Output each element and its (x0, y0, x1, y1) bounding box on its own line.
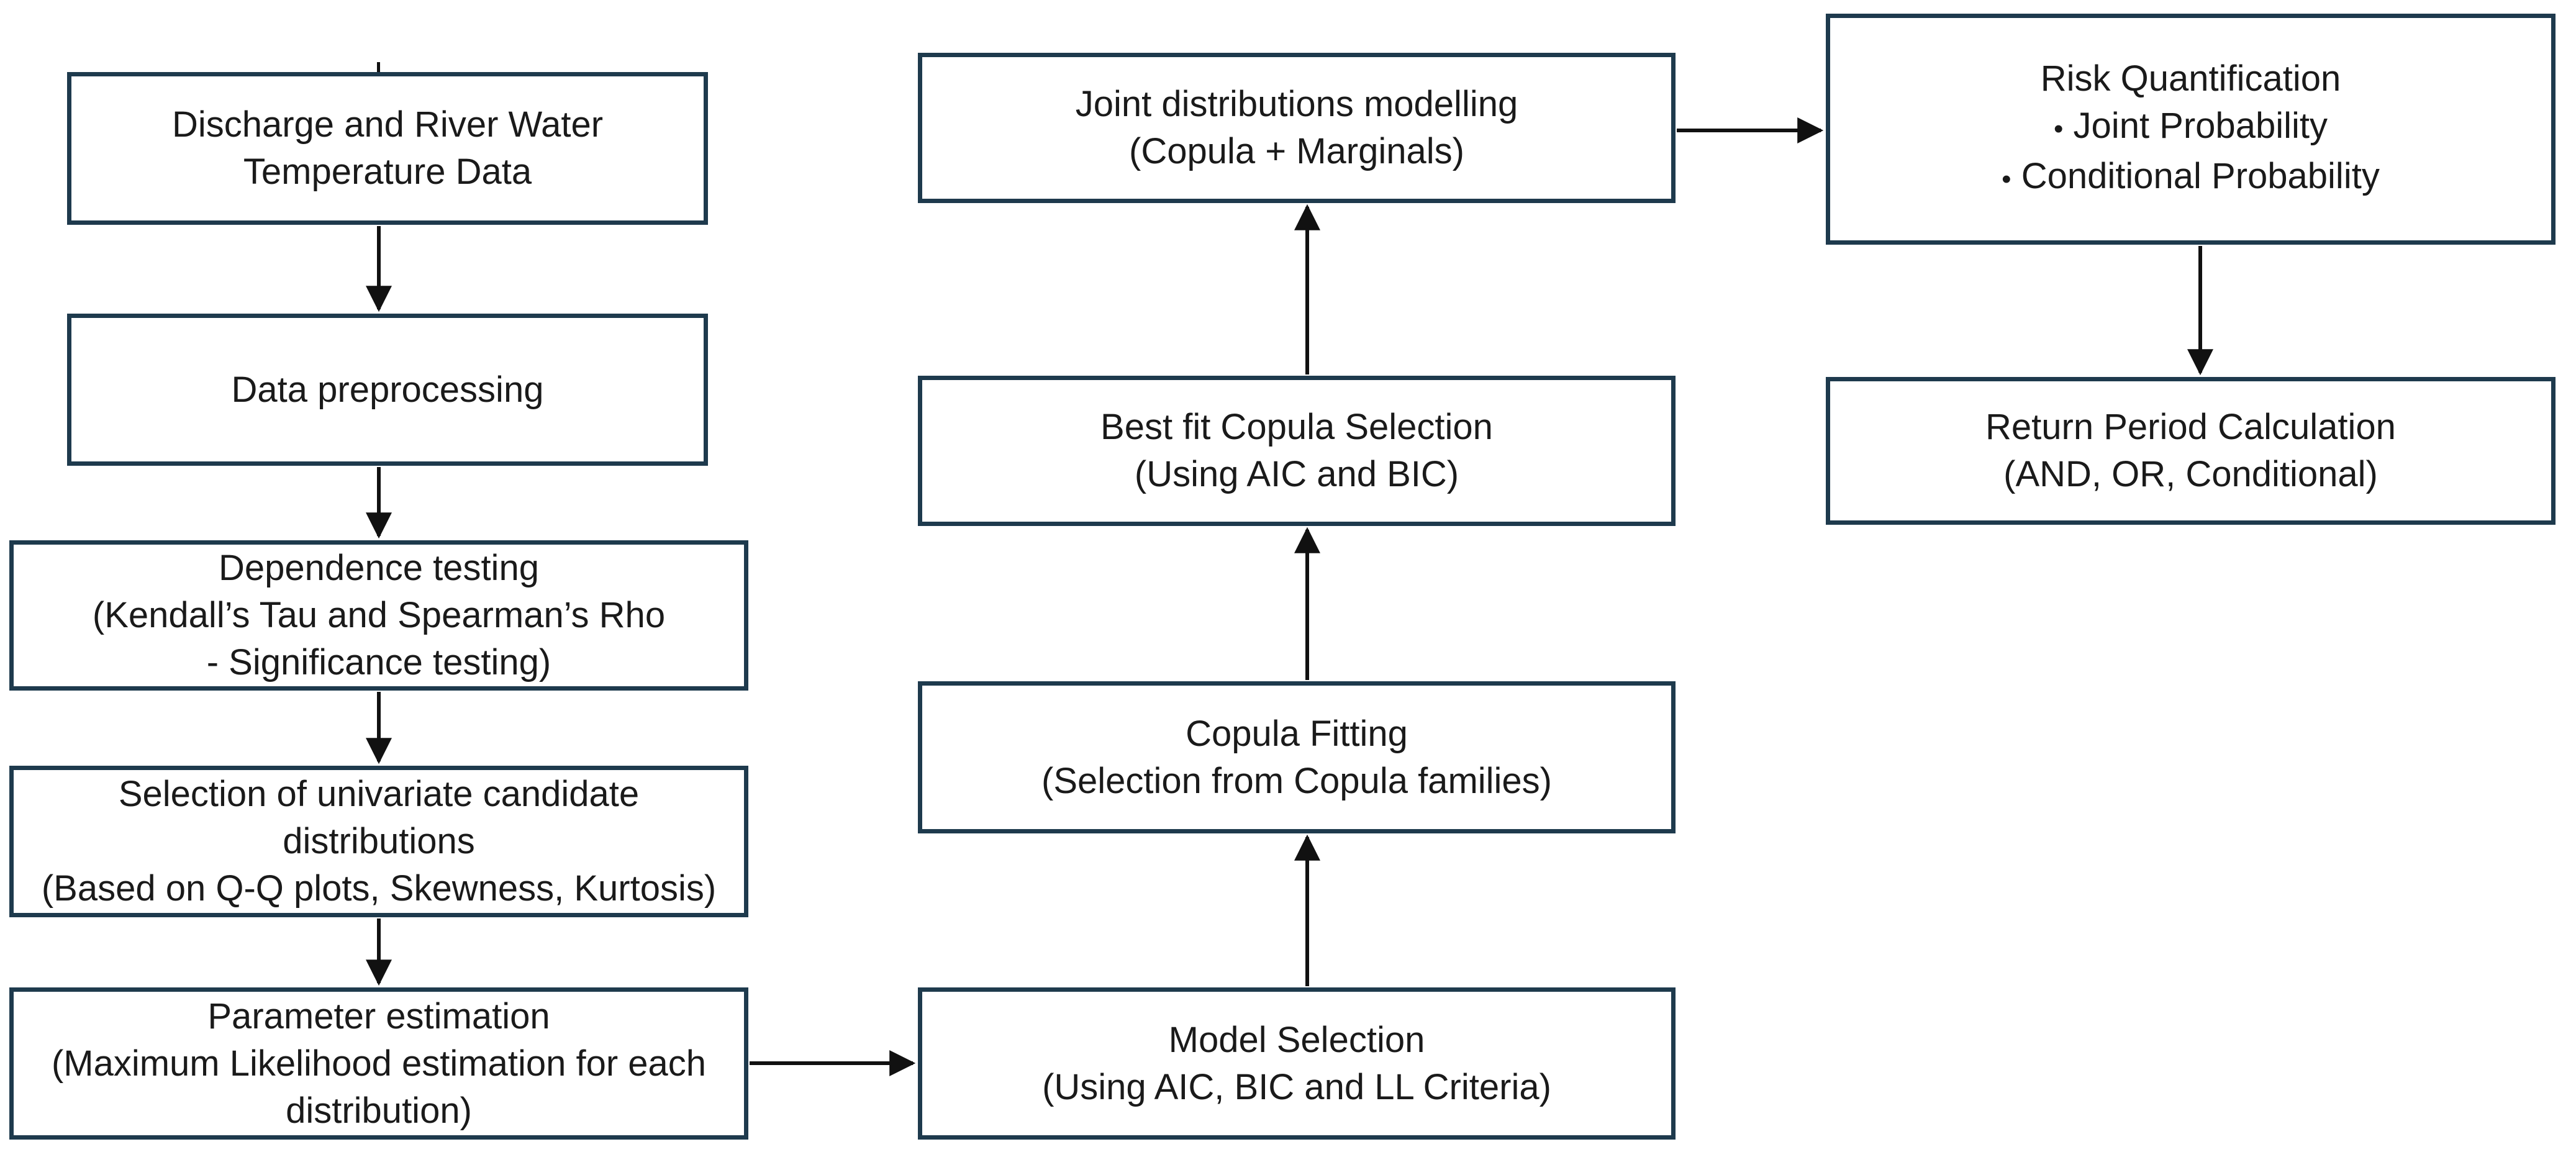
bullet-item: • Conditional Probability (2002, 153, 2380, 203)
node-text-line: distribution) (286, 1090, 472, 1131)
node-text-line: distributions (283, 821, 475, 861)
node-data-preprocessing: Data preprocessing (67, 314, 708, 466)
bullet-item: • Joint Probability (2054, 102, 2328, 153)
node-model-selection: Model Selection (Using AIC, BIC and LL C… (918, 987, 1676, 1140)
node-copula-fitting: Copula Fitting (Selection from Copula fa… (918, 681, 1676, 833)
bullet-text: Conditional Probability (2021, 156, 2380, 196)
node-text-line: Return Period Calculation (1985, 407, 2396, 447)
node-text-line: Temperature Data (243, 152, 532, 192)
node-text-line: Best fit Copula Selection (1100, 407, 1493, 447)
node-joint-distributions-modelling: Joint distributions modelling (Copula + … (918, 53, 1676, 203)
node-text-line: (Maximum Likelihood estimation for each (51, 1043, 707, 1084)
node-risk-quantification: Risk Quantification • Joint Probability … (1826, 14, 2556, 245)
artifact-tick (377, 62, 380, 73)
node-text-line: (Selection from Copula families) (1041, 760, 1552, 801)
node-text-line: Data preprocessing (231, 369, 544, 410)
bullet-icon: • (2054, 114, 2064, 144)
node-text-line: - Significance testing) (206, 642, 551, 683)
node-parameter-estimation: Parameter estimation (Maximum Likelihood… (9, 987, 748, 1140)
node-return-period-calculation: Return Period Calculation (AND, OR, Cond… (1826, 377, 2556, 525)
node-univariate-selection: Selection of univariate candidate distri… (9, 766, 748, 917)
bullet-text: Joint Probability (2073, 106, 2328, 146)
node-text-line: Joint distributions modelling (1075, 84, 1518, 124)
node-text-line: Model Selection (1168, 1019, 1425, 1060)
node-text-line: Parameter estimation (207, 996, 550, 1036)
node-title: Risk Quantification (2040, 58, 2341, 99)
node-text-line: Dependence testing (219, 548, 539, 588)
node-text-line: (Based on Q-Q plots, Skewness, Kurtosis) (41, 868, 717, 909)
node-text-line: Copula Fitting (1186, 713, 1408, 754)
node-discharge-data: Discharge and River Water Temperature Da… (67, 72, 708, 225)
node-text-line: (Using AIC and BIC) (1134, 454, 1459, 494)
node-text-line: (Copula + Marginals) (1129, 131, 1464, 171)
node-text-line: (Using AIC, BIC and LL Criteria) (1042, 1066, 1551, 1107)
bullet-icon: • (2002, 164, 2011, 194)
node-text-line: Discharge and River Water (171, 104, 604, 145)
node-text-line: Selection of univariate candidate (118, 774, 640, 814)
node-text-line: (Kendall’s Tau and Spearman’s Rho (92, 595, 666, 635)
node-text-line: (AND, OR, Conditional) (2003, 454, 2378, 494)
node-best-fit-copula-selection: Best fit Copula Selection (Using AIC and… (918, 376, 1676, 526)
node-dependence-testing: Dependence testing (Kendall’s Tau and Sp… (9, 540, 748, 691)
